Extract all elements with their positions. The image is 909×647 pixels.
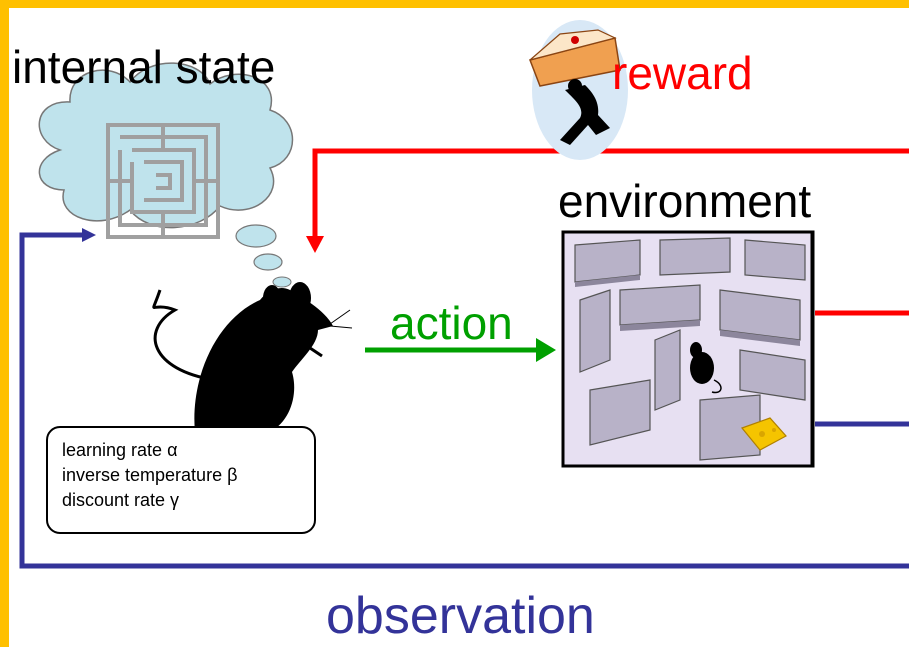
observation-arrow — [19, 228, 909, 569]
cheese-icon — [740, 417, 787, 451]
frame-left-border — [0, 0, 9, 647]
discount-rate-param: discount rate γ — [62, 490, 180, 510]
internal-state-label: internal state — [12, 41, 276, 93]
learning-rate-param: learning rate α — [62, 440, 178, 460]
parameter-box: learning rate α inverse temperature β di… — [46, 426, 316, 534]
action-label: action — [390, 297, 513, 349]
reward-arrow — [306, 148, 909, 316]
observation-label: observation — [326, 587, 595, 645]
action-arrow — [365, 338, 556, 362]
thought-cloud-maze-icon — [38, 62, 294, 288]
frame-top-border — [0, 0, 909, 8]
inverse-temperature-param: inverse temperature β — [62, 465, 238, 485]
environment-label: environment — [558, 175, 812, 227]
running-man-pie-icon — [528, 20, 628, 160]
rat-in-maze-icon — [690, 342, 722, 394]
reward-label: reward — [612, 47, 753, 99]
rat-silhouette-icon — [152, 282, 353, 432]
